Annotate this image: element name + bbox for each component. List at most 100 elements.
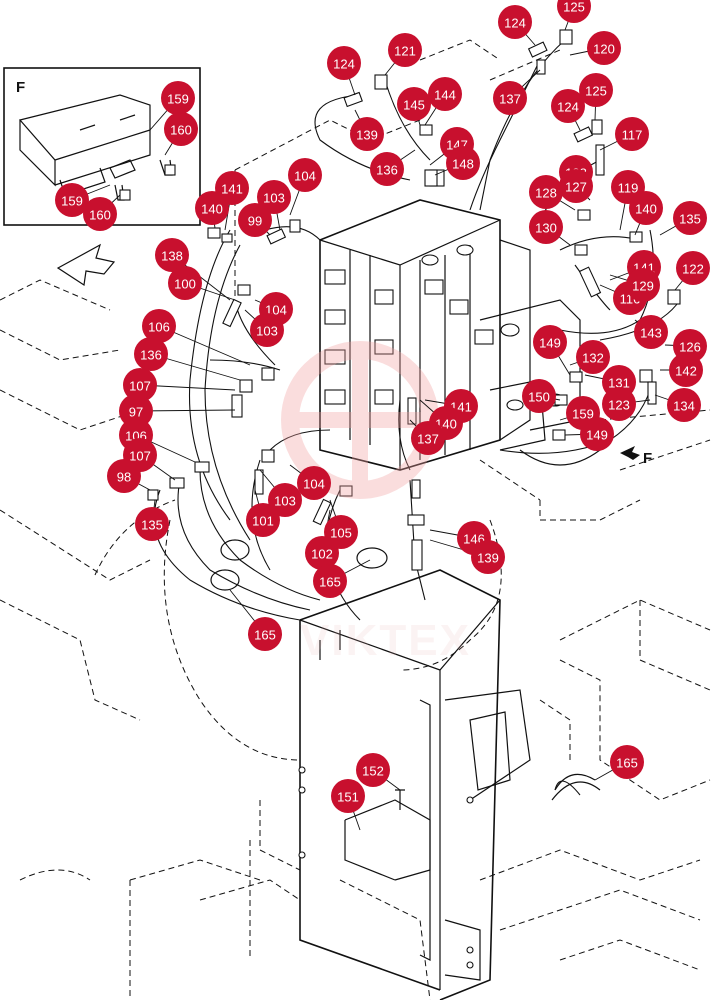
callout-number: 99 xyxy=(248,214,262,229)
callout-badge: 134 xyxy=(667,388,701,422)
fittings xyxy=(119,29,681,571)
callout-circle xyxy=(587,31,621,65)
callout-number: 138 xyxy=(161,249,183,264)
callout-badge: 160 xyxy=(83,197,117,231)
callout-badge: 139 xyxy=(471,540,505,574)
callout-badge: 159 xyxy=(55,183,89,217)
callout-badge: 135 xyxy=(673,201,707,235)
callout-circle xyxy=(248,617,282,651)
callout-badge: 100 xyxy=(168,266,202,300)
callout-number: 149 xyxy=(539,336,561,351)
callout-circle xyxy=(615,117,649,151)
callout-circle xyxy=(155,238,189,272)
callout-circle xyxy=(297,466,331,500)
callout-number: 102 xyxy=(311,547,333,562)
support-frame xyxy=(298,569,531,1000)
callout-number: 137 xyxy=(417,432,439,447)
callout-number: 137 xyxy=(499,92,521,107)
callout-number: 136 xyxy=(376,163,398,178)
callout-number: 122 xyxy=(682,262,704,277)
callout-badge: 128 xyxy=(529,175,563,209)
callout-badge: 150 xyxy=(522,379,556,413)
callout-number: 117 xyxy=(622,128,643,143)
callout-badge: 139 xyxy=(350,117,384,151)
callout-circle xyxy=(529,210,563,244)
callout-circle xyxy=(168,266,202,300)
callout-circle xyxy=(411,421,445,455)
callout-badge: 132 xyxy=(576,340,610,374)
callout-circle xyxy=(370,152,404,186)
callout-circle xyxy=(142,309,176,343)
callout-circle xyxy=(533,325,567,359)
callout-badge: 124 xyxy=(327,46,361,80)
callout-circle xyxy=(135,507,169,541)
callout-circle xyxy=(602,387,636,421)
callout-badge: 136 xyxy=(370,152,404,186)
callout-badge: 149 xyxy=(580,417,614,451)
callout-circle xyxy=(388,33,422,67)
callout-number: 134 xyxy=(673,399,695,414)
callout-circle xyxy=(676,251,710,285)
callout-circle xyxy=(257,180,291,214)
callout-number: 127 xyxy=(565,180,587,195)
callout-badge: 159 xyxy=(161,81,195,115)
phantom-frame-lines xyxy=(0,39,711,1000)
callout-circle xyxy=(107,459,141,493)
callout-circle xyxy=(579,73,613,107)
callout-badge: 137 xyxy=(493,81,527,115)
callout-number: 97 xyxy=(129,405,143,420)
callout-number: 129 xyxy=(632,279,654,294)
callout-number: 139 xyxy=(356,128,378,143)
callout-circle xyxy=(529,175,563,209)
callout-number: 144 xyxy=(434,88,456,103)
callout-circle xyxy=(610,745,644,779)
callout-number: 120 xyxy=(593,42,615,57)
callout-badge: 125 xyxy=(579,73,613,107)
callout-number: 148 xyxy=(452,157,474,172)
callout-badge: 138 xyxy=(155,238,189,272)
callout-circle xyxy=(626,268,660,302)
callout-circle xyxy=(428,77,462,111)
callout-badge: 145 xyxy=(397,87,431,121)
direction-arrows: F F xyxy=(16,79,652,467)
callout-number: 159 xyxy=(572,407,594,422)
callout-badge: 160 xyxy=(164,112,198,146)
callout-number: 165 xyxy=(254,628,276,643)
inset-view-letter: F xyxy=(16,79,25,96)
callout-badge: 142 xyxy=(669,353,703,387)
callout-number: 107 xyxy=(129,379,151,394)
callout-circle xyxy=(576,340,610,374)
callout-circle xyxy=(288,158,322,192)
callout-number: 149 xyxy=(586,428,608,443)
callout-circle xyxy=(55,183,89,217)
callout-number: 124 xyxy=(333,57,355,72)
callout-circle xyxy=(250,313,284,347)
callout-number: 125 xyxy=(585,84,607,99)
view-marker-letter: F xyxy=(643,450,652,467)
callout-badge: 104 xyxy=(297,466,331,500)
callout-number: 130 xyxy=(535,221,557,236)
callout-number: 126 xyxy=(679,340,701,355)
callout-circle xyxy=(238,203,272,237)
callout-badge: 104 xyxy=(288,158,322,192)
callout-number: 150 xyxy=(528,390,550,405)
callout-number: 145 xyxy=(403,98,425,113)
callout-circle xyxy=(195,191,229,225)
callout-circle xyxy=(134,337,168,371)
callout-circle xyxy=(673,201,707,235)
callout-number: 140 xyxy=(201,202,223,217)
callout-badge: 144 xyxy=(428,77,462,111)
callout-circle xyxy=(164,112,198,146)
callout-badge: 136 xyxy=(134,337,168,371)
callout-badge: 123 xyxy=(602,387,636,421)
callout-badge: 151 xyxy=(331,779,365,813)
callout-circle xyxy=(629,191,663,225)
callout-circle xyxy=(356,753,390,787)
callout-badge: 117 xyxy=(615,117,649,151)
callout-badge: 165 xyxy=(313,564,347,598)
callout-circle xyxy=(397,87,431,121)
callout-circle xyxy=(498,5,532,39)
callout-circle xyxy=(161,81,195,115)
callout-number: 143 xyxy=(640,326,662,341)
callout-badge: 103 xyxy=(250,313,284,347)
